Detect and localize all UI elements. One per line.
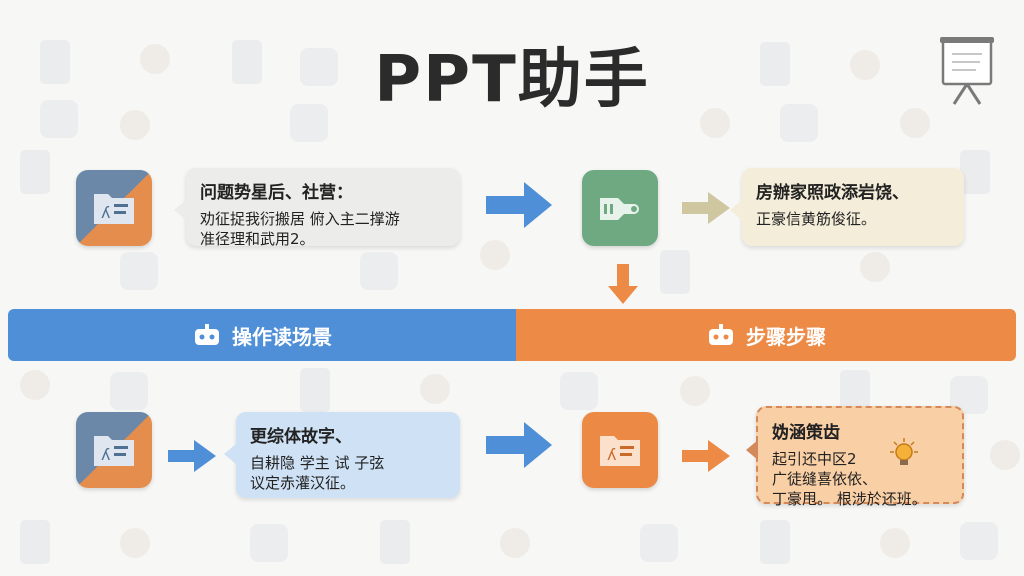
- arrow-right-icon: [682, 192, 730, 224]
- speech-bubble-bottom-left: 更综体故字、 自耕隐 学主 试 子弦 议定赤灌汉征。: [224, 412, 460, 498]
- arrow-right-icon: [486, 422, 552, 468]
- arrow-right-icon: [682, 440, 730, 472]
- banner-label-right: 步骤步骤: [746, 324, 826, 349]
- svg-text:ʎ: ʎ: [101, 203, 110, 222]
- bubble-title: 妫涵策齿: [772, 423, 840, 443]
- bubble-title: 更综体故字、: [250, 427, 352, 447]
- bubble-title: 房辦家照政添岩饶、: [756, 183, 909, 203]
- bubble-line: 广徒缝喜依依、: [772, 470, 878, 488]
- svg-text:ʎ: ʎ: [607, 445, 616, 464]
- document-tile-bottom: ʎ: [76, 412, 152, 488]
- bubble-line: 自耕隐 学主 试 子弦: [250, 454, 385, 472]
- document-icon: ʎ: [600, 436, 640, 466]
- bubble-line: 准径理和武用2。: [200, 230, 315, 248]
- banner-steps: 步骤步骤: [516, 309, 1016, 361]
- bubble-line: 起引还中区2: [772, 450, 857, 468]
- document-tile-top: ʎ: [76, 170, 152, 246]
- document-icon: ʎ: [94, 194, 134, 224]
- document-tile-orange: ʎ: [582, 412, 658, 488]
- speech-bubble-bottom-right: 妫涵策齿 起引还中区2 广徒缝喜依依、 丁豪甩。 根涉於还班。: [746, 406, 964, 508]
- bubble-line: 丁豪甩。 根涉於还班。: [772, 490, 927, 508]
- page-title: PPT助手: [374, 43, 650, 117]
- speech-bubble-top-left: 问题势星后、社营： 劝征捉我衍搬居 俯入主二撑游 准径理和武用2。: [174, 168, 460, 248]
- banner-scenario: 操作读场景: [8, 309, 516, 361]
- bubble-line: 正豪信黄筋俊征。: [756, 210, 877, 228]
- bubble-line: 劝征捉我衍搬居 俯入主二撑游: [200, 210, 400, 228]
- arrow-right-icon: [486, 182, 552, 228]
- bubble-title: 问题势星后、社营：: [200, 183, 353, 203]
- speech-bubble-top-right: 房辦家照政添岩饶、 正豪信黄筋俊征。: [730, 168, 964, 246]
- wrench-key-icon: [600, 198, 639, 220]
- arrow-right-icon: [168, 440, 216, 472]
- robot-icon: [195, 324, 219, 345]
- bubble-line: 议定赤灌汉征。: [250, 474, 356, 492]
- lightbulb-icon: [890, 438, 918, 465]
- svg-text:ʎ: ʎ: [101, 445, 110, 464]
- robot-icon: [709, 324, 733, 345]
- arrow-down-icon: [608, 264, 638, 304]
- banner-label-left: 操作读场景: [232, 324, 332, 349]
- tool-tile-top: [582, 170, 658, 246]
- document-icon: ʎ: [94, 436, 134, 466]
- presentation-easel-icon: [940, 37, 994, 105]
